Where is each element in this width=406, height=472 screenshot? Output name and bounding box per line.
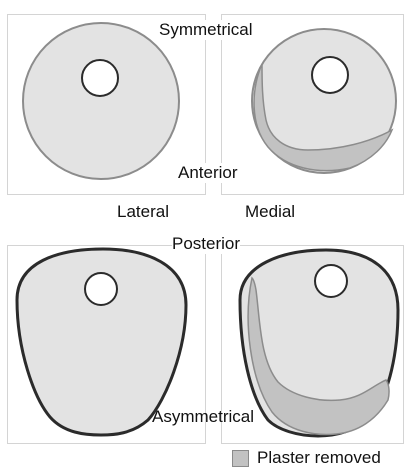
label-symmetrical: Symmetrical	[159, 20, 253, 40]
legend-swatch-plaster-removed	[232, 450, 249, 467]
label-anterior: Anterior	[178, 163, 238, 183]
label-lateral: Lateral	[117, 202, 169, 222]
bone-hole	[85, 273, 117, 305]
label-medial: Medial	[245, 202, 295, 222]
label-asymmetrical: Asymmetrical	[152, 407, 254, 427]
label-posterior: Posterior	[172, 234, 240, 254]
bone-hole	[82, 60, 118, 96]
symmetrical-original-shape	[23, 23, 179, 179]
bone-hole	[312, 57, 348, 93]
legend-label: Plaster removed	[257, 448, 381, 468]
asymmetrical-modified-shape	[240, 250, 398, 436]
bone-hole	[315, 265, 347, 297]
symmetrical-modified-shape	[252, 29, 396, 173]
